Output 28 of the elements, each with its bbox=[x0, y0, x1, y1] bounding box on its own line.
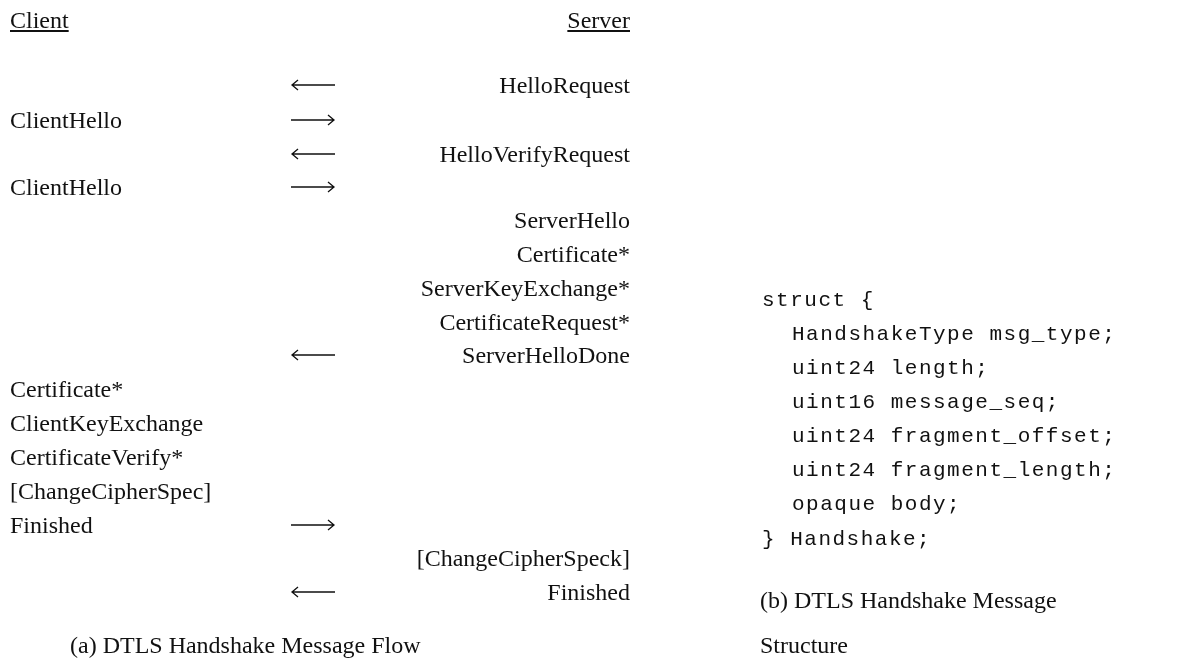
column-heading: Server bbox=[567, 6, 630, 35]
message-label: ServerKeyExchange* bbox=[420, 274, 630, 303]
figure-caption: (b) DTLS Handshake Message Structure bbox=[760, 586, 1058, 660]
message-label: HelloVerifyRequest bbox=[439, 140, 630, 169]
code-line: opaque body; bbox=[792, 492, 962, 518]
message-label: Certificate* bbox=[516, 240, 630, 269]
code-line: uint24 fragment_length; bbox=[792, 458, 1117, 484]
message-label: Finished bbox=[10, 511, 93, 540]
message-label: HelloRequest bbox=[499, 71, 630, 100]
message-label: ClientHello bbox=[10, 106, 122, 135]
message-label: ClientKeyExchange bbox=[10, 409, 204, 438]
message-label: ClientHello bbox=[10, 173, 122, 202]
message-label: Finished bbox=[547, 578, 630, 607]
column-heading: Client bbox=[10, 6, 69, 35]
message-label: [ChangeCipherSpec] bbox=[10, 477, 212, 506]
message-label: ServerHelloDone bbox=[462, 341, 630, 370]
message-label: CertificateVerify* bbox=[10, 443, 184, 472]
message-label: CertificateRequest* bbox=[439, 308, 630, 337]
figure-caption: (a) DTLS Handshake Message Flow bbox=[70, 631, 421, 660]
code-line: } Handshake; bbox=[762, 527, 932, 553]
code-line: HandshakeType msg_type; bbox=[792, 322, 1117, 348]
code-line: uint24 length; bbox=[792, 356, 990, 382]
code-line: uint24 fragment_offset; bbox=[792, 424, 1117, 450]
code-line: struct { bbox=[762, 288, 875, 314]
code-line: uint16 message_seq; bbox=[792, 390, 1060, 416]
message-label: Certificate* bbox=[10, 375, 124, 404]
message-label: ServerHello bbox=[514, 206, 630, 235]
message-label: [ChangeCipherSpeck] bbox=[416, 544, 630, 573]
